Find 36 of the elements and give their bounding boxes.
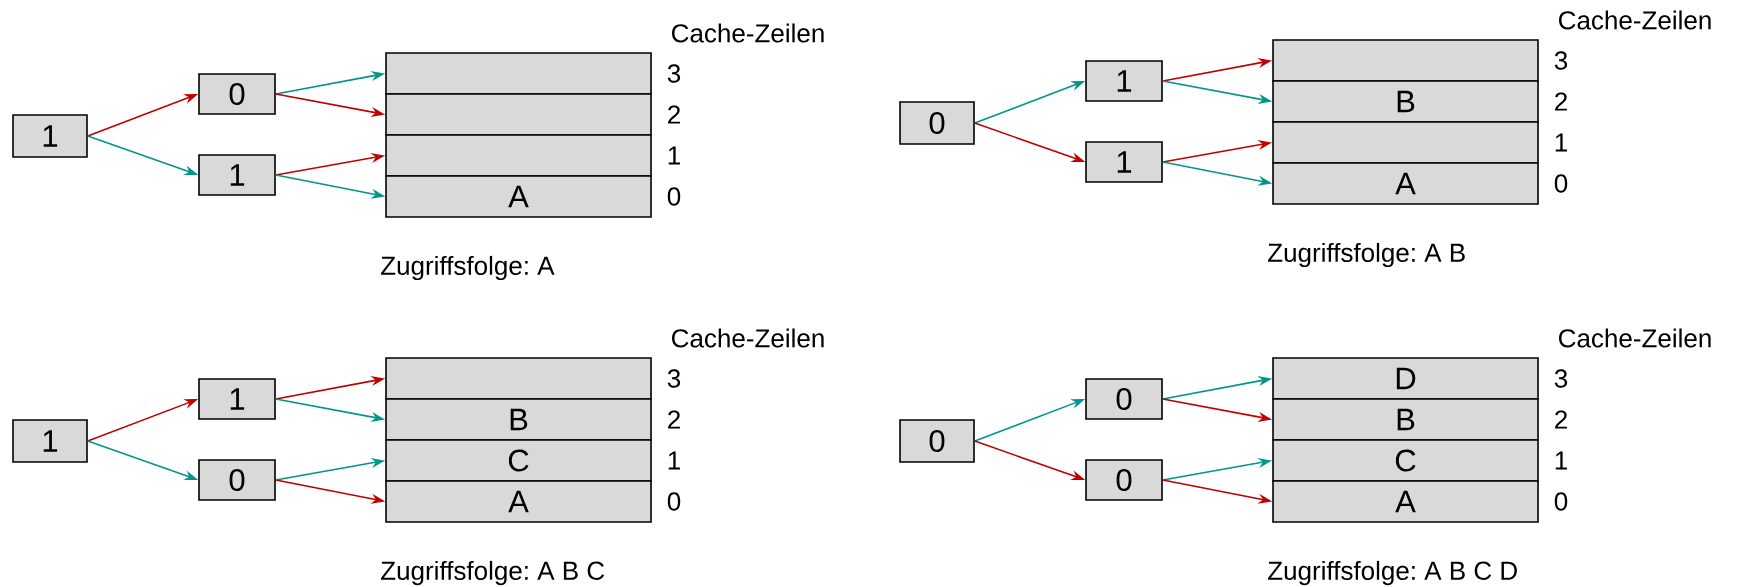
tree-root-box: 1	[12, 419, 88, 463]
line-number: 1	[1555, 133, 1567, 152]
column-heading: Cache-Zeilen	[672, 328, 824, 348]
access-sequence-caption: Zugriffsfolge: A B C D	[1268, 560, 1517, 586]
line-number: 2	[1555, 92, 1567, 111]
tree-root-box: 0	[899, 419, 975, 463]
line-number: 3	[667, 369, 681, 388]
line-number: 0	[1554, 492, 1568, 511]
line-number: 1	[1555, 451, 1567, 470]
line-number: 0	[667, 187, 681, 206]
tree-node-box: 0	[198, 73, 276, 115]
line-number: 3	[1554, 51, 1568, 70]
tree-node-box: 1	[1085, 60, 1163, 102]
column-heading: Cache-Zeilen	[1559, 328, 1711, 348]
tree-node-box: 1	[198, 154, 276, 196]
line-number: 1	[668, 146, 680, 165]
line-number: 2	[668, 410, 680, 429]
tree-root-box: 0	[899, 101, 975, 145]
access-sequence-caption: Zugriffsfolge: A B	[1268, 242, 1465, 268]
line-number: 3	[667, 64, 681, 83]
line-number: 2	[1555, 410, 1567, 429]
column-heading: Cache-Zeilen	[1559, 10, 1711, 30]
tree-node-box: 0	[198, 459, 276, 501]
access-sequence-caption: Zugriffsfolge: A B C	[381, 560, 605, 586]
tree-root-box: 1	[12, 114, 88, 158]
column-heading: Cache-Zeilen	[672, 23, 824, 43]
tree-node-box: 1	[1085, 141, 1163, 183]
line-number: 0	[667, 492, 681, 511]
access-sequence-caption: Zugriffsfolge: A	[381, 255, 555, 281]
line-number: 3	[1554, 369, 1568, 388]
tree-node-box: 1	[198, 378, 276, 420]
tree-node-box: 0	[1085, 378, 1163, 420]
line-number: 1	[668, 451, 680, 470]
line-number: 2	[668, 105, 680, 124]
line-number: 0	[1554, 174, 1568, 193]
tree-node-box: 0	[1085, 459, 1163, 501]
